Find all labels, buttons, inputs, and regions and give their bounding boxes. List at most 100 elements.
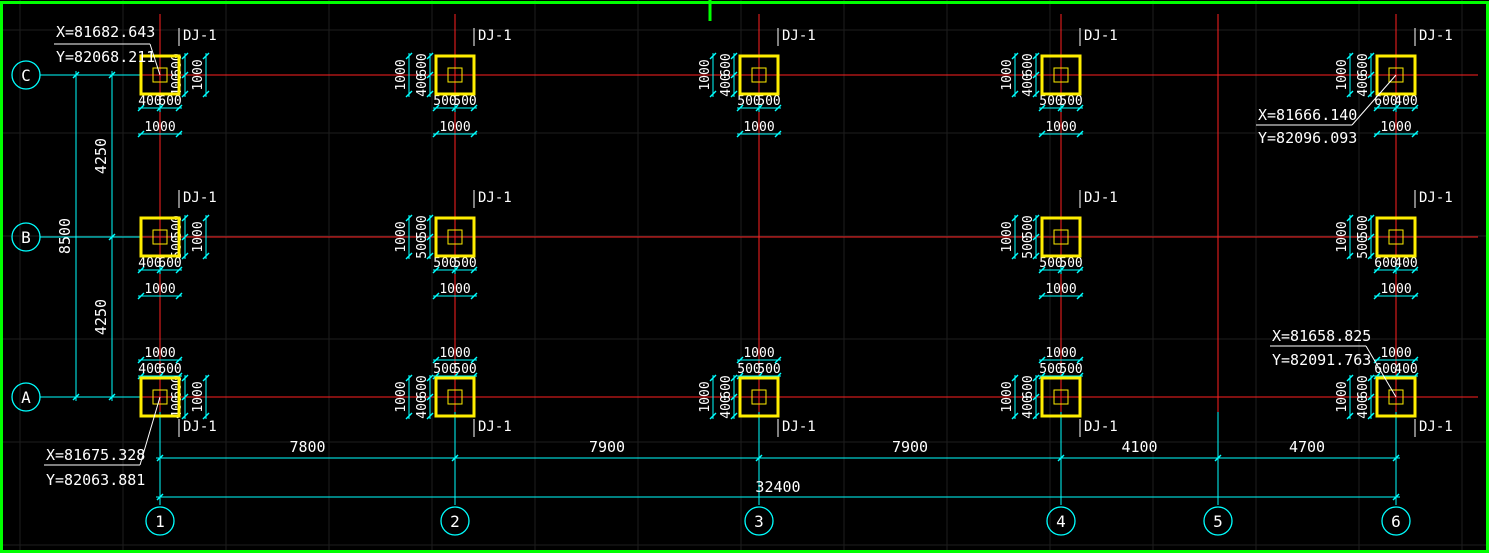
dimension-text: 500 xyxy=(1059,362,1082,377)
dimension-tick xyxy=(432,372,440,380)
footing-label: DJ-1 xyxy=(1419,28,1453,44)
dimension-tick xyxy=(774,356,782,364)
dimension-tick xyxy=(426,393,434,401)
dimension-tick xyxy=(730,52,738,60)
dimension-text: 500 xyxy=(433,256,456,271)
column-C2 xyxy=(447,67,463,83)
dimension-tick xyxy=(1346,252,1354,260)
dimension-text: 500 xyxy=(453,256,476,271)
dimension-tick xyxy=(181,252,189,260)
dimension-tick xyxy=(405,52,413,60)
dimension-text: 400 xyxy=(1021,395,1036,418)
dimension-text: 500 xyxy=(1059,94,1082,109)
dimension-tick xyxy=(736,104,744,112)
dimension-text: 400 xyxy=(1394,94,1417,109)
dimension-text: 500 xyxy=(415,235,430,258)
axis-bubble-col-2 xyxy=(440,506,470,536)
dimension-tick xyxy=(1367,412,1375,420)
dimension-tick xyxy=(426,233,434,241)
dimension-text: 500 xyxy=(1039,362,1062,377)
dimension-tick xyxy=(451,266,459,274)
footing-label: DJ-1 xyxy=(1084,190,1118,206)
dimension-tick xyxy=(1373,130,1381,138)
dimension-tick xyxy=(405,252,413,260)
dimension-tick xyxy=(1038,292,1046,300)
dimension-text: 400 xyxy=(1394,256,1417,271)
footing-A2 xyxy=(434,376,476,418)
column-B2 xyxy=(447,229,463,245)
axis-bubble-label: 5 xyxy=(1213,512,1223,531)
dimension-tick xyxy=(1367,52,1375,60)
column-A1 xyxy=(152,389,168,405)
footing-C3 xyxy=(738,54,780,96)
dimension-text: 1000 xyxy=(1335,381,1350,412)
axis-lines xyxy=(40,14,1478,412)
dimension-text: 400 xyxy=(719,73,734,96)
dimension-tick xyxy=(1367,71,1375,79)
axis-bubble-row-A xyxy=(11,382,41,412)
dimension-tick xyxy=(1032,252,1040,260)
dimension-tick xyxy=(1411,130,1419,138)
dimension-tick xyxy=(1032,90,1040,98)
dimension-text: 1000 xyxy=(1000,221,1015,252)
column-spacing-text: 4700 xyxy=(1289,438,1325,456)
coordinate-annotations: X=81682.643Y=82068.211X=81666.140Y=82096… xyxy=(44,23,1397,489)
footing-label: DJ-1 xyxy=(478,419,512,435)
coordinate-y-text: Y=82068.211 xyxy=(56,48,155,66)
dimension-tick xyxy=(181,374,189,382)
dimension-tick xyxy=(774,104,782,112)
axis-bubble-label: 2 xyxy=(450,512,460,531)
dimension-text: 600 xyxy=(719,53,734,76)
coordinate-x-text: X=81666.140 xyxy=(1258,106,1357,124)
dimension-text: 400 xyxy=(1356,395,1371,418)
dimension-tick xyxy=(1032,374,1040,382)
dimension-text: 1000 xyxy=(698,59,713,90)
dimension-text: 400 xyxy=(1021,73,1036,96)
footing-A3 xyxy=(738,376,780,418)
dimension-tick xyxy=(470,104,478,112)
dimension-tick xyxy=(156,493,164,501)
dimension-text: 600 xyxy=(719,375,734,398)
footing-label: DJ-1 xyxy=(782,28,816,44)
coordinate-x-text: X=81658.825 xyxy=(1272,327,1371,345)
dimension-tick xyxy=(736,372,744,380)
dimension-tick xyxy=(1011,90,1019,98)
dimension-text: 600 xyxy=(1356,375,1371,398)
dimension-tick xyxy=(137,356,145,364)
dimension-tick xyxy=(1392,454,1400,462)
footing-label: DJ-1 xyxy=(183,190,217,206)
dimension-text: 1000 xyxy=(439,346,470,361)
axis-bubble-label: 1 xyxy=(155,512,165,531)
dimension-tick xyxy=(72,393,80,401)
dimension-text: 500 xyxy=(1039,256,1062,271)
dimension-text: 1000 xyxy=(144,346,175,361)
footing-B2 xyxy=(434,216,476,258)
dimension-tick xyxy=(774,130,782,138)
dimension-text: 500 xyxy=(1356,235,1371,258)
dimension-text: 1000 xyxy=(1000,59,1015,90)
dimension-tick xyxy=(736,130,744,138)
dimension-tick xyxy=(1367,233,1375,241)
dimension-tick xyxy=(730,412,738,420)
footing-A6 xyxy=(1375,376,1417,418)
axis-bubble-col-6 xyxy=(1381,506,1411,536)
dimension-tick xyxy=(181,71,189,79)
coordinate-leader xyxy=(149,43,161,76)
column-B4 xyxy=(1053,229,1069,245)
dimension-text: 1000 xyxy=(743,120,774,135)
dimension-text: 500 xyxy=(1021,235,1036,258)
dimension-text: 600 xyxy=(1374,362,1397,377)
column-C1 xyxy=(152,67,168,83)
dimension-tick xyxy=(156,266,164,274)
dimension-tick xyxy=(709,90,717,98)
dimension-text: 1000 xyxy=(394,381,409,412)
footing-label: DJ-1 xyxy=(183,419,217,435)
footing-C1 xyxy=(139,54,181,96)
dimension-tick xyxy=(1373,104,1381,112)
dimension-tick xyxy=(202,52,210,60)
dimension-text: 1000 xyxy=(439,282,470,297)
dimension-tick xyxy=(1038,372,1046,380)
dimension-tick xyxy=(175,266,183,274)
dimension-text: 400 xyxy=(1394,362,1417,377)
